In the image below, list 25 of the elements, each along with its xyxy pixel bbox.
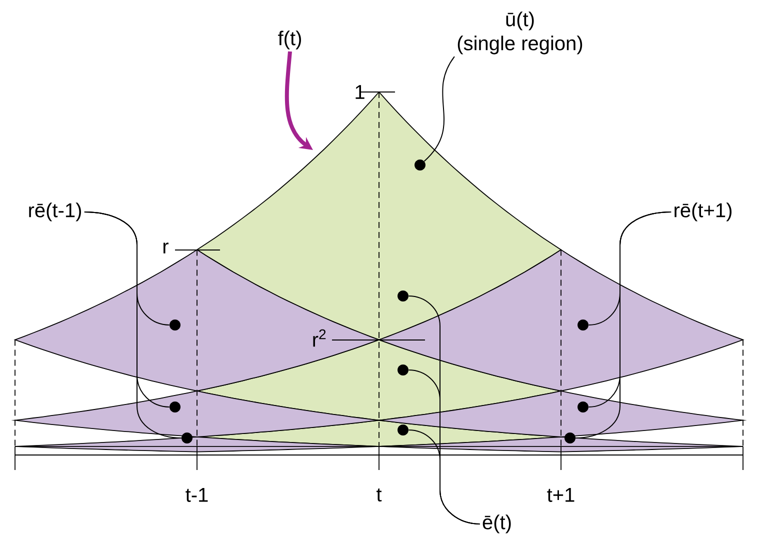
- region-label: rē(t-1): [29, 202, 81, 222]
- marker-dot: [398, 290, 408, 302]
- marker-dot: [182, 432, 192, 444]
- tick-label: t-1: [186, 488, 208, 502]
- marker-dot: [170, 402, 180, 412]
- function-label: f(t): [278, 30, 301, 50]
- marker-dot: [578, 402, 588, 412]
- marker-dot: [398, 424, 408, 436]
- leader-line: [575, 212, 672, 438]
- region-label: ē(t): [482, 514, 511, 534]
- tick-label: r$^{2}$: [313, 329, 326, 347]
- marker-dot: [578, 320, 588, 330]
- marker-dot: [414, 160, 426, 170]
- leader-line: [408, 430, 480, 524]
- leader-line: [84, 212, 182, 438]
- tick-label: 1: [356, 85, 364, 99]
- marker-dot: [564, 432, 576, 444]
- region-label: ū(t) (single region): [458, 12, 582, 54]
- marker-dot: [398, 364, 408, 376]
- leader-line: [424, 56, 455, 162]
- marker-dot: [170, 320, 180, 330]
- tick-label: r: [163, 242, 168, 254]
- region-label: rē(t+1): [674, 202, 732, 222]
- tick-label: t: [376, 488, 382, 502]
- tick-label: t+1: [547, 488, 574, 502]
